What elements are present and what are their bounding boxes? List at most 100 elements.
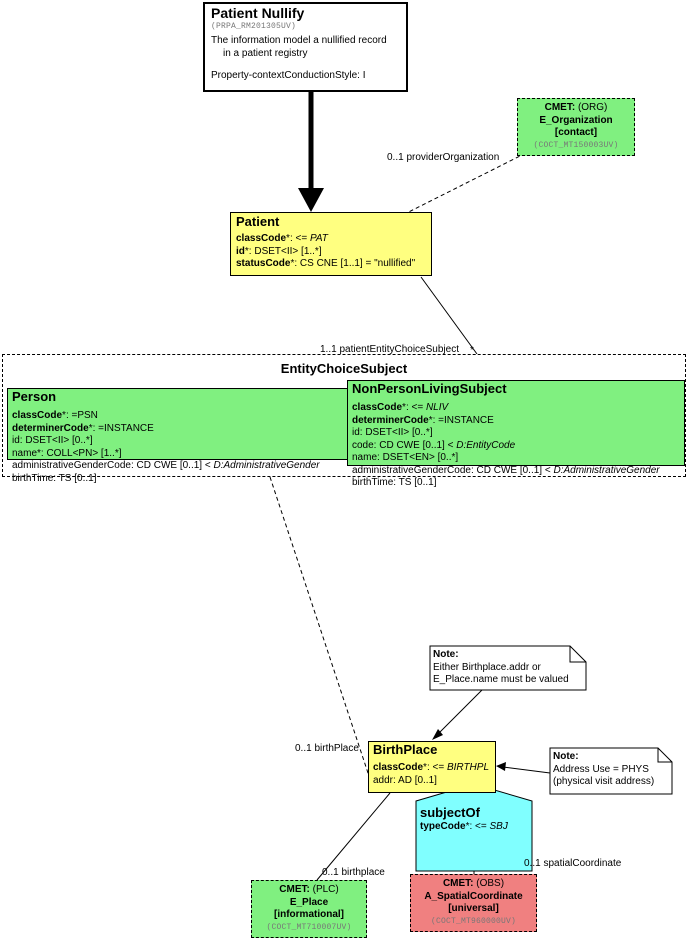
patient-nullify-id: (PRPA_RM201305UV) [211,22,297,31]
attribute-row: addr: AD [0..1] [373,775,491,788]
cmet-obs-box: CMET: (OBS) A_SpatialCoordinate [univers… [410,874,537,932]
attribute-type: id: DSET<II> [0..*] [12,435,93,446]
cmet-plc-name: E_Place [289,896,329,908]
patient-entity-star: * [470,345,474,356]
note1-line-1: Either Birthplace.addr or [433,661,541,673]
spatial-label: 0..1 spatialCoordinate [524,858,622,869]
patient-nullify-style: Property-contextConductionStyle: I [211,70,366,81]
cmet-plc-flavor: [informational] [274,909,344,920]
attribute-row: id*: DSET<II> [1..*] [236,246,426,259]
attribute-name: statusCode [236,258,291,269]
note1-box: Note: Either Birthplace.addr or E_Place.… [430,648,580,690]
note1-title: Note: [433,649,459,660]
attribute-value: D:AdministrativeGender [213,460,320,471]
attribute-type: : DSET<II> [1..*] [248,245,322,257]
attribute-type: : CS CNE [1..1] = "nullified" [294,258,416,269]
nonperson-title: NonPersonLivingSubject [352,381,507,396]
required-marker: * [88,422,93,434]
attribute-row: determinerCode*: =INSTANCE [352,415,680,428]
attribute-name: determinerCode [352,414,429,426]
note1-line-2: E_Place.name must be valued [433,674,569,685]
attribute-name: classCode [12,410,63,421]
required-marker: * [290,258,295,269]
provider-org-link [346,154,523,244]
attribute-name: classCode [373,762,424,773]
attribute-row: classCode*: <= PAT [236,233,426,246]
subjectof-box: subjectOf typeCode*: <= SBJ [416,805,532,865]
entry-arrow-head [298,188,324,212]
attribute-type: administrativeGenderCode: CD CWE [0..1] … [12,460,214,471]
subjectof-attributes: typeCode*: <= SBJ [420,821,528,834]
birthplace-plc-label: 0..1 birthplace [322,867,385,878]
attribute-value: SBJ [489,821,508,832]
patient-nullify-desc-2: in a patient registry [223,47,308,59]
birthplace-link [269,476,370,777]
birth-place-label: 0..1 birthPlace [295,743,359,754]
cmet-obs-name: A_SpatialCoordinate [424,890,523,902]
attribute-row: typeCode*: <= SBJ [420,821,528,834]
attribute-name: determinerCode [12,422,89,434]
attribute-row: name: DSET<EN> [0..*] [352,452,680,465]
note2-title: Note: [553,751,579,762]
note1-shape [429,645,587,691]
entity-choice-title: EntityChoiceSubject [280,361,408,376]
cmet-obs-flavor: [universal] [448,903,499,914]
note2-arrowhead [496,762,506,771]
attribute-row: birthTime: TS [0..1] [12,473,343,486]
cmet-org-flavor: [contact] [554,127,598,138]
attribute-type: name*: COLL<PN> [1..*] [12,447,122,459]
attribute-type: : <= [469,821,490,832]
attribute-name: typeCode [420,821,466,832]
attribute-value: D:EntityCode [456,439,516,451]
attribute-row: id: DSET<II> [0..*] [12,435,343,448]
entity-choice-link [420,276,478,355]
attribute-value: BIRTHPL [446,762,490,773]
subjectof-title: subjectOf [420,805,480,820]
required-marker: * [62,410,66,421]
attribute-row: administrativeGenderCode: CD CWE [0..1] … [352,465,680,478]
note2-line-1: Address Use = PHYS [553,763,649,775]
attribute-type: : =INSTANCE [432,414,494,426]
provider-org-label: 0..1 providerOrganization [387,152,500,163]
note1-arrowhead [432,729,443,740]
attribute-type: code: CD CWE [0..1] < [352,439,457,451]
attribute-type: addr: AD [0..1] [373,774,437,786]
attribute-value: NLIV [425,402,449,413]
attribute-type: id: DSET<II> [0..*] [352,427,433,438]
attribute-type: : =INSTANCE [92,422,154,434]
patient-entity-label: 1..1 patientEntityChoiceSubject [320,344,459,355]
attribute-type: : <= [405,402,426,413]
required-marker: * [423,762,427,773]
cmet-obs-heading: CMET: (OBS) [442,878,505,889]
required-marker: * [402,402,406,413]
note1-line [436,689,483,736]
attribute-type: birthTime: TS [0..1] [352,477,437,488]
attribute-type: : =PSN [65,410,98,421]
note2-box: Note: Address Use = PHYS (physical visit… [550,750,670,794]
nonperson-box: NonPersonLivingSubject classCode*: <= NL… [347,380,685,488]
cmet-org-id: (COCT_MT150003UV) [533,140,619,150]
attribute-value: D:AdministrativeGender [553,464,660,476]
required-marker: * [244,245,249,257]
cmet-org-name: E_Organization [539,114,613,126]
attribute-row: determinerCode*: =INSTANCE [12,423,343,436]
person-title: Person [12,389,57,404]
attribute-type: name: DSET<EN> [0..*] [352,452,459,463]
cmet-plc-box: CMET: (PLC) E_Place [informational] (COC… [251,880,367,938]
attribute-name: classCode [352,402,403,413]
attribute-type: : <= [289,233,310,244]
note2-line-2: (physical visit address) [553,776,655,787]
patient-nullify-box: Patient Nullify (PRPA_RM201305UV) The in… [203,2,408,92]
cmet-plc-id: (COCT_MT710007UV) [266,922,352,932]
patient-nullify-title: Patient Nullify [211,5,305,21]
required-marker: * [465,821,470,832]
attribute-row: classCode*: <= NLIV [352,402,680,415]
